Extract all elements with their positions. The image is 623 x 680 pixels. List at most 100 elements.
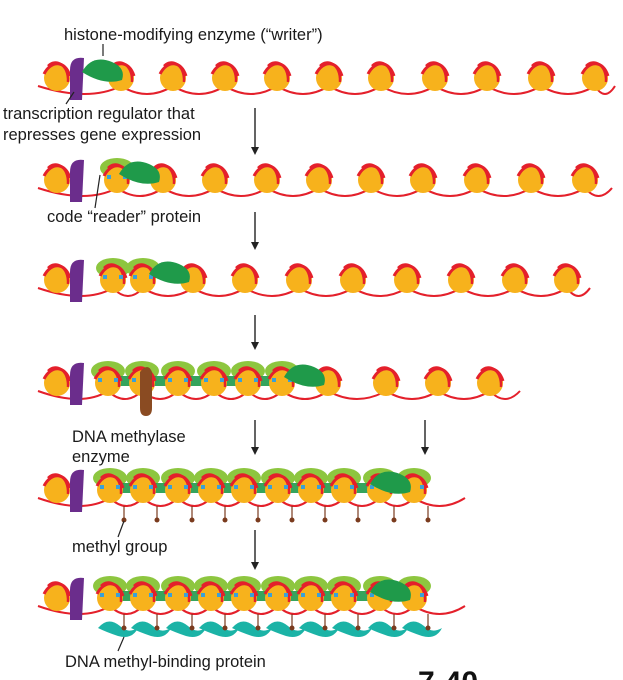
reader-label: code “reader” protein xyxy=(47,208,201,226)
nucleosome xyxy=(394,267,420,293)
methyl-group xyxy=(154,625,160,631)
dna-wrap xyxy=(268,473,291,495)
nucleosome xyxy=(97,585,123,611)
dna-wrap xyxy=(428,366,451,388)
dna-wrap xyxy=(98,366,121,388)
regulator-leader-line xyxy=(65,91,75,105)
methyl-binding-protein xyxy=(368,621,408,637)
dna-wrap xyxy=(480,366,503,388)
histone-mark xyxy=(350,593,354,597)
methyl-binding-protein xyxy=(332,621,372,637)
nucleosome xyxy=(286,267,312,293)
dna-wrap xyxy=(235,263,258,285)
writer-enzyme xyxy=(119,161,160,184)
figure-label: 7-40 xyxy=(418,666,478,680)
methyl-group xyxy=(425,517,431,523)
nucleosome xyxy=(518,167,544,193)
dna-wrap xyxy=(163,61,186,83)
nucleosome xyxy=(235,370,261,396)
methyl-group xyxy=(322,625,328,631)
methyl-group xyxy=(255,625,261,631)
nucleosome xyxy=(44,370,70,396)
dna-wrap xyxy=(425,61,448,83)
dna-wrap xyxy=(557,263,580,285)
dna-wrap xyxy=(309,163,332,185)
methyl-group xyxy=(355,517,361,523)
histone-mark xyxy=(370,593,374,597)
histone-mark xyxy=(272,378,276,382)
methyl-group xyxy=(391,517,397,523)
methyl-group xyxy=(189,517,195,523)
dna-wrap xyxy=(201,473,224,495)
transcription-regulator xyxy=(70,159,84,202)
histone-mark xyxy=(133,593,137,597)
dna-wrap xyxy=(47,263,70,285)
methylase-label-line2: enzyme xyxy=(72,448,130,466)
arrow-head xyxy=(421,447,429,455)
histone-mark xyxy=(149,275,153,279)
methyl-binding-protein xyxy=(266,621,306,637)
regulator-label-line1: transcription regulator that xyxy=(3,105,195,123)
nucleosome xyxy=(165,477,191,503)
dna-wrap xyxy=(201,581,224,603)
dna-wrap xyxy=(133,473,156,495)
nucleosome xyxy=(232,267,258,293)
arrows xyxy=(251,108,429,570)
transcription-regulator xyxy=(70,362,84,405)
reader-band xyxy=(110,591,414,601)
nucleosome xyxy=(410,167,436,193)
dna-wrap xyxy=(168,581,191,603)
histone-mark xyxy=(350,485,354,489)
methyl-binding-leader-line xyxy=(117,636,125,652)
nucleosome xyxy=(340,267,366,293)
histone-mark xyxy=(98,378,102,382)
histone-mark xyxy=(107,175,111,179)
methyl-group xyxy=(355,625,361,631)
histone-mark xyxy=(116,593,120,597)
methyl-group xyxy=(289,625,295,631)
transcription-regulator xyxy=(70,57,84,100)
chromatin-row xyxy=(37,361,521,405)
histone-mark xyxy=(220,378,224,382)
arrow-head xyxy=(251,242,259,250)
histone-mark xyxy=(420,485,424,489)
chromatin-row xyxy=(37,158,613,202)
regulator-label-line2: represses gene expression xyxy=(3,126,201,144)
dna-wrap xyxy=(153,163,176,185)
dna-wrap xyxy=(397,263,420,285)
dna-wrap xyxy=(376,366,399,388)
methyl-group xyxy=(121,517,127,523)
histone-mark xyxy=(114,378,118,382)
dna-wrap xyxy=(47,366,70,388)
dna-wrap xyxy=(183,263,206,285)
histone-mark xyxy=(334,593,338,597)
methyl-binding-protein xyxy=(199,621,239,637)
methyl-group xyxy=(322,517,328,523)
histone-mark xyxy=(103,275,107,279)
dna-wrap xyxy=(521,163,544,185)
reader-leader-line xyxy=(94,174,101,209)
dna-wrap xyxy=(100,473,123,495)
writer-enzyme xyxy=(370,579,411,602)
histone-mark xyxy=(420,593,424,597)
transcription-regulator xyxy=(70,469,84,512)
chromatin-row xyxy=(37,576,466,637)
nucleosome xyxy=(254,167,280,193)
histone-mark xyxy=(234,593,238,597)
histone-mark xyxy=(238,378,242,382)
dna-wrap xyxy=(133,263,156,285)
nucleosome xyxy=(44,585,70,611)
nucleosome xyxy=(44,167,70,193)
histone-mark xyxy=(100,593,104,597)
dna-wrap xyxy=(404,473,427,495)
histone-mark xyxy=(317,593,321,597)
methyl-group xyxy=(121,625,127,631)
dna-wrap xyxy=(531,61,554,83)
dna-wrap xyxy=(215,61,238,83)
nucleosome xyxy=(231,585,257,611)
arrow-head xyxy=(251,342,259,350)
methyl-group xyxy=(255,517,261,523)
histone-mark xyxy=(284,593,288,597)
histone-mark xyxy=(301,593,305,597)
